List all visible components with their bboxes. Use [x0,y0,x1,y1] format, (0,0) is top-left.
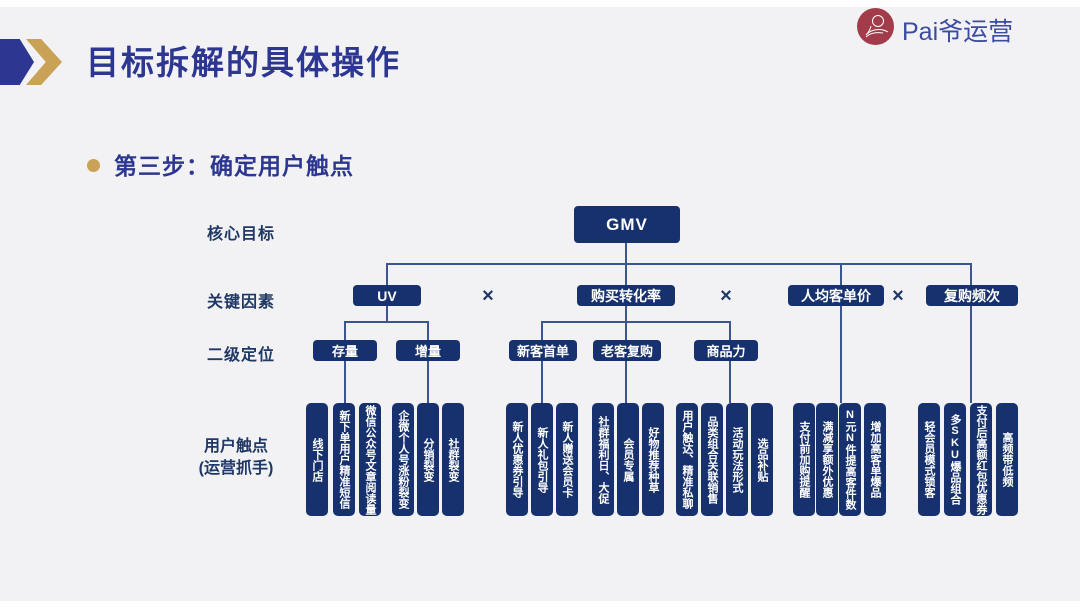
connector-line [625,243,627,264]
touchpoint-bar: 品类组合关联销售 [701,403,723,516]
node-existing-stock: 存量 [313,340,377,361]
touchpoint-bar: 新人礼包引导 [531,403,553,516]
touchpoint-bar: 社群福利日、大促 [592,403,614,516]
bullet-dot-icon [87,159,100,172]
multiply-sign: × [720,285,732,307]
connector-line [541,361,543,403]
touchpoint-bar: 好物推荐种草 [642,403,664,516]
node-uv: UV [353,285,421,306]
connector-line [729,361,731,403]
connector-line [386,306,388,322]
touchpoint-bar: 选品补贴 [751,403,773,516]
touchpoint-bar: 新人优惠券引导 [506,403,528,516]
touchpoint-bar: 满减享额外优惠 [816,403,838,516]
node-repurchase-frequency: 复购频次 [926,285,1018,306]
connector-line [344,321,429,323]
connector-line [344,322,346,340]
chevron-arrow-icon [0,39,34,85]
connector-line [970,264,972,286]
page-title: 目标拆解的具体操作 [86,44,401,81]
brand-name: Pai爷运营 [902,18,1014,46]
touchpoint-bar: N元N件提高客件数 [839,403,861,516]
brand-logo-icon [857,8,894,45]
touchpoint-bar: 支付后高额红包优惠券 [970,403,992,516]
touchpoint-bar: 支付前加购提醒 [793,403,815,516]
touchpoint-bar: 用户触达、精准私聊 [676,403,698,516]
node-avg-order-value: 人均客单价 [788,285,884,306]
connector-line [840,306,842,403]
connector-line [625,361,627,403]
multiply-sign: × [892,285,904,307]
touchpoint-bar: 会员专属 [617,403,639,516]
logo-seal-drawing [865,15,889,38]
node-product-power: 商品力 [694,340,758,361]
touchpoint-bar: 增加高客单爆品 [864,403,886,516]
touchpoint-bar: 分销裂变 [417,403,439,516]
step-heading: 第三步：确定用户触点 [114,153,354,179]
connector-line [427,322,429,340]
touchpoint-bar: 多SKU爆品组合 [944,403,966,516]
node-old-customer-repurchase: 老客复购 [593,340,661,361]
touchpoint-bar: 高频带低频 [996,403,1018,516]
top-margin [0,0,1080,7]
node-gmv: GMV [574,206,680,243]
touchpoint-bar: 线下门店 [306,403,328,516]
touchpoint-bar: 新下单用户精准短信 [333,403,355,516]
connector-line [541,322,543,340]
touchpoint-bar: 企微个人号涨粉裂变 [392,403,414,516]
row-label-touchpoints: 用户触点 (运营抓手) [188,436,284,480]
touchpoint-bar: 轻会员模式锁客 [918,403,940,516]
connector-line [427,361,429,403]
connector-line [386,263,972,265]
connector-line [625,306,627,322]
row-label-touchpoints-line2: (运营抓手) [198,460,274,477]
connector-line [625,322,627,340]
node-increment: 增量 [396,340,460,361]
touchpoint-bar: 社群裂变 [442,403,464,516]
row-label-secondary: 二级定位 [207,347,276,364]
connector-line [970,306,972,403]
connector-line [344,361,346,403]
multiply-sign: × [482,285,494,307]
row-label-touchpoints-line1: 用户触点 [203,438,268,455]
connector-line [541,321,731,323]
bottom-margin [0,601,1080,608]
touchpoint-bar: 活动玩法形式 [726,403,748,516]
touchpoint-bar: 微信公众号文章阅读量 [359,403,381,516]
connector-line [386,264,388,286]
touchpoint-bar: 新人赠送会员卡 [556,403,578,516]
connector-line [729,322,731,340]
row-label-key-factors: 关键因素 [207,294,276,311]
connector-line [625,264,627,286]
node-new-customer-first-order: 新客首单 [509,340,577,361]
connector-line [840,264,842,286]
row-label-core-goal: 核心目标 [207,226,276,243]
node-conversion-rate: 购买转化率 [577,285,675,306]
